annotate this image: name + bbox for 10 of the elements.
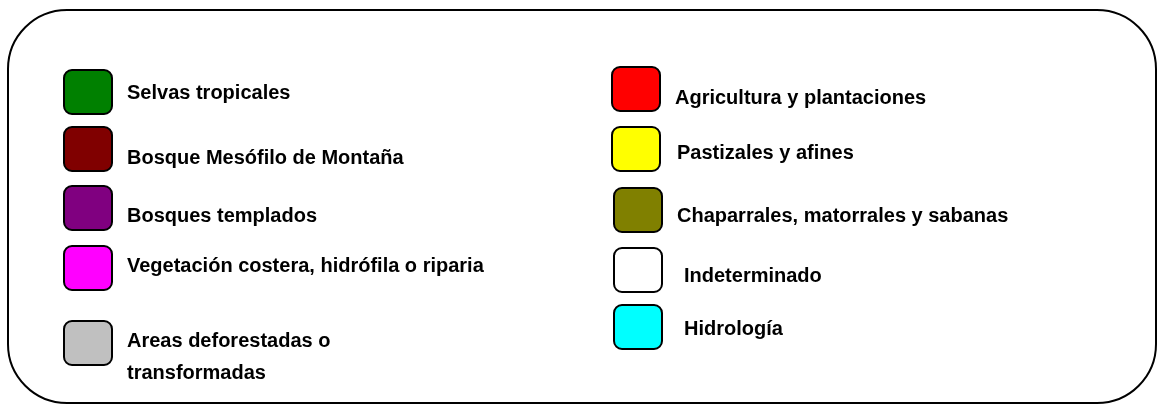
legend-label: Pastizales y afines (677, 140, 854, 165)
legend-label: Indeterminado (684, 263, 822, 288)
legend-label: Vegetación costera, hidrófila o riparia (127, 253, 484, 278)
legend-label: Agricultura y plantaciones (675, 85, 927, 110)
legend-label: Selvas tropicales (127, 80, 291, 105)
legend-label: Bosque Mesófilo de Montaña (127, 145, 404, 170)
legend-label: Bosques templados (127, 203, 318, 228)
legend-label: Chaparrales, matorrales y sabanas (677, 203, 1009, 228)
legend-label: Hidrología (684, 316, 783, 341)
legend-label: Areas deforestadas o transformadas (127, 328, 332, 385)
